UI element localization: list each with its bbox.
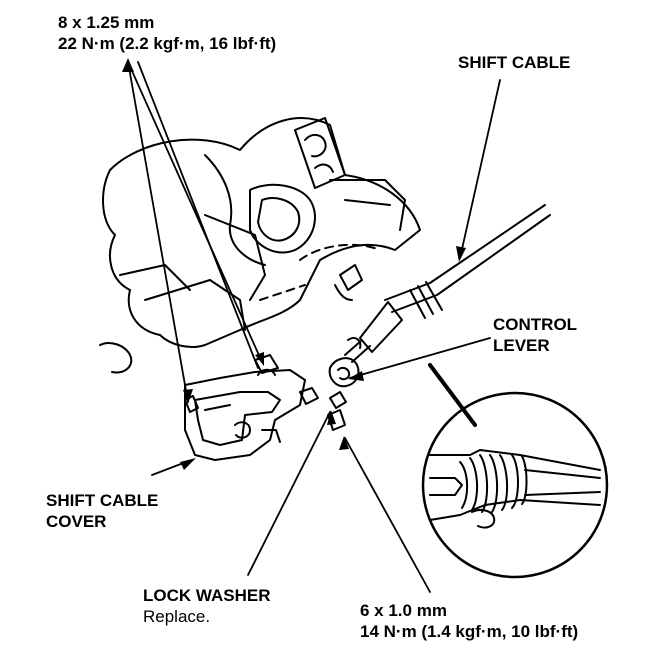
detail-inset [421, 391, 609, 579]
control-lever-line2: LEVER [493, 336, 550, 355]
bottom-bolt-torque: 14 N·m (1.4 kgf·m, 10 lbf·ft) [360, 622, 579, 641]
bolts [184, 354, 347, 431]
cover-callout: SHIFT CABLE COVER [46, 490, 158, 532]
bottom-bolt-callout: 6 x 1.0 mm 14 N·m (1.4 kgf·m, 10 lbf·ft) [360, 600, 578, 642]
lock-washer-callout: LOCK WASHER Replace. [143, 585, 271, 627]
cover-line2: COVER [46, 512, 107, 531]
arrowheads [122, 58, 466, 470]
control-lever-callout: CONTROL LEVER [493, 314, 577, 356]
transmission-housing [99, 117, 421, 374]
cover-line1: SHIFT CABLE [46, 491, 159, 510]
control-lever-line1: CONTROL [493, 315, 578, 334]
leader-lines [127, 61, 501, 593]
top-bolt-callout: 8 x 1.25 mm 22 N·m (2.2 kgf·m, 16 lbf·ft… [58, 12, 276, 54]
shift-cable-cover [184, 368, 319, 461]
top-bolt-torque: 22 N·m (2.2 kgf·m, 16 lbf·ft) [58, 34, 277, 53]
top-bolt-size: 8 x 1.25 mm [58, 13, 155, 32]
lock-washer-label: LOCK WASHER [143, 586, 271, 605]
lock-washer-note: Replace. [143, 607, 211, 626]
bottom-bolt-size: 6 x 1.0 mm [360, 601, 447, 620]
shift-cable-label: SHIFT CABLE [458, 53, 571, 72]
shift-cable [344, 204, 551, 363]
